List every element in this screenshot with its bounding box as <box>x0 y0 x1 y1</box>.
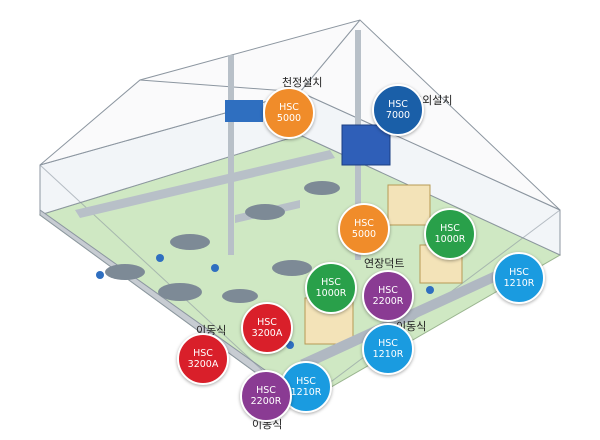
conveyor <box>300 255 538 368</box>
extension-duct-label: 연장덕트 <box>364 257 405 270</box>
car <box>105 264 145 280</box>
car <box>158 283 202 301</box>
overhead-duct <box>75 150 335 218</box>
worker <box>211 264 219 272</box>
car <box>170 234 210 250</box>
paint-booth <box>387 184 431 226</box>
roof-ridge-line <box>139 79 301 93</box>
car <box>222 289 258 303</box>
car <box>304 181 340 195</box>
ceiling-unit <box>225 100 263 122</box>
vertical-duct <box>228 55 234 255</box>
worker <box>426 286 434 294</box>
car <box>245 204 285 220</box>
ceiling-install-label: 천정설치 <box>282 76 323 89</box>
car <box>272 260 312 276</box>
worker <box>96 271 104 279</box>
roof-gable-line <box>299 19 361 93</box>
outdoor-unit <box>341 124 391 166</box>
worker <box>156 254 164 262</box>
